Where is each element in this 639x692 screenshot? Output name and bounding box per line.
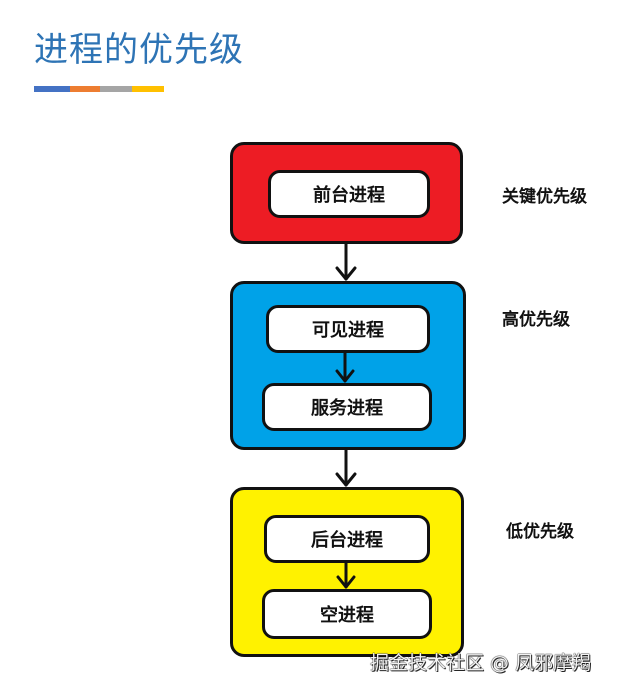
foreground-process-box: 前台进程 xyxy=(268,170,430,218)
visible-process-box: 可见进程 xyxy=(266,305,430,353)
arrow-background-to-empty xyxy=(336,561,356,589)
arrow-high-to-low xyxy=(335,448,357,487)
accent-stripe-2 xyxy=(70,86,100,92)
critical-priority-label: 关键优先级 xyxy=(502,187,587,207)
service-process-box: 服务进程 xyxy=(262,383,432,431)
arrow-visible-to-service xyxy=(335,351,355,383)
accent-stripe-3 xyxy=(100,86,132,92)
empty-process-box: 空进程 xyxy=(262,589,432,639)
page-title: 进程的优先级 xyxy=(34,30,244,70)
high-priority-label: 高优先级 xyxy=(502,310,570,330)
low-priority-label: 低优先级 xyxy=(506,522,574,542)
accent-stripe-1 xyxy=(34,86,70,92)
background-process-box: 后台进程 xyxy=(264,515,430,563)
watermark: 掘金技术社区 @ 凤邪摩羯 xyxy=(370,652,592,674)
accent-stripe-4 xyxy=(132,86,164,92)
arrow-critical-to-high xyxy=(335,242,357,281)
